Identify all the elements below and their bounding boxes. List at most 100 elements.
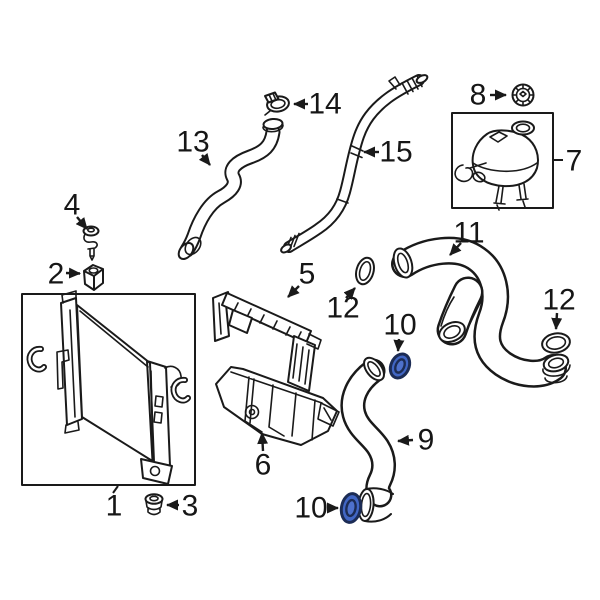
callout-6[interactable]: 6 — [255, 432, 272, 482]
callout-12-right[interactable]: 12 — [542, 284, 576, 330]
radiator-foot-hole — [149, 465, 161, 477]
hose-9-top-rim-inner — [367, 361, 381, 377]
gasket-12-right-inner — [545, 336, 567, 350]
callout-15-label: 15 — [379, 136, 412, 169]
upper-baffle — [212, 291, 322, 392]
hose-clamp — [264, 91, 290, 116]
callout-13[interactable]: 13 — [176, 126, 211, 166]
gasket-12-right-outer — [541, 332, 571, 354]
callout-8[interactable]: 8 — [470, 79, 507, 112]
callout-8-label: 8 — [470, 79, 487, 112]
callout-1[interactable]: 1 — [106, 485, 123, 523]
callout-7-label: 7 — [566, 145, 583, 178]
pipe-15 — [280, 74, 429, 254]
callout-10-top-label: 10 — [383, 309, 416, 342]
hose-11-branch-rim-inner — [443, 325, 461, 339]
expansion-tank-legs — [493, 183, 529, 211]
push-pin-head-top — [87, 227, 96, 233]
callout-4[interactable]: 4 — [64, 189, 88, 230]
callout-12-left[interactable]: 12 — [326, 287, 360, 325]
gasket-12-left-inner — [358, 260, 372, 282]
expansion-tank-neck — [511, 120, 535, 136]
callout-2-label: 2 — [48, 258, 65, 291]
callout-11-label: 11 — [453, 217, 484, 250]
callout-10-top-arrow — [393, 338, 405, 352]
callout-12-right-arrow — [551, 312, 563, 330]
reservoir-cap — [511, 83, 535, 107]
hose-11-bell-rim-inner — [547, 357, 565, 369]
expansion-tank-neck-inner — [515, 123, 531, 133]
clip-nut — [83, 264, 104, 291]
expansion-tank-bracket — [454, 162, 487, 183]
callout-7[interactable]: 7 — [554, 145, 582, 178]
push-pin — [82, 225, 100, 261]
callout-4-arrow — [75, 216, 88, 230]
reservoir-cap-knurls — [511, 83, 535, 107]
radiator-assembly — [21, 290, 196, 486]
callout-2[interactable]: 2 — [48, 258, 81, 291]
callout-6-label: 6 — [255, 449, 272, 482]
pipe-15-tip — [415, 74, 429, 84]
callout-9-arrow — [397, 434, 414, 446]
callout-11-arrow — [449, 242, 462, 256]
lower-baffle-boss-hole — [248, 408, 256, 416]
pipe-15-end — [280, 243, 292, 254]
push-pin-body — [83, 233, 98, 261]
lower-baffle-body — [215, 366, 338, 446]
hose-9-fill — [343, 361, 394, 505]
hose-11-bell-bands — [542, 364, 571, 384]
callout-9-label: 9 — [418, 424, 435, 457]
seal-10-top-inner[interactable] — [393, 358, 406, 374]
hose-9 — [340, 356, 396, 523]
expansion-tank-assembly — [451, 112, 554, 211]
callout-9[interactable]: 9 — [397, 424, 435, 457]
drain-plug-body — [145, 500, 163, 516]
hose-13-flange — [262, 117, 284, 131]
callout-3[interactable]: 3 — [166, 490, 199, 523]
drain-plug — [144, 493, 164, 516]
callout-13-label: 13 — [176, 126, 209, 159]
drain-plug-cap-inner — [149, 495, 159, 502]
seal-10-bottom[interactable] — [339, 492, 363, 524]
callout-14-label: 14 — [308, 88, 341, 121]
lower-baffle-boss — [244, 404, 260, 420]
seal-10-bottom-inner[interactable] — [345, 498, 357, 518]
gasket-12-left-outer — [355, 256, 375, 286]
callout-5-arrow — [287, 285, 300, 298]
upper-baffle-hatch — [218, 302, 302, 341]
expansion-tank-body — [471, 129, 539, 188]
radiator-foot — [140, 458, 173, 485]
expansion-tank-bracket-eye — [472, 171, 486, 183]
callout-15[interactable]: 15 — [363, 136, 413, 169]
hose-13 — [177, 117, 284, 260]
drain-plug-cap — [144, 493, 164, 505]
hose-clamp-screw-slots — [264, 92, 277, 116]
lower-baffle — [215, 366, 340, 446]
upper-baffle-arm-ribs — [292, 333, 322, 385]
callout-14[interactable]: 14 — [293, 88, 342, 121]
clip-nut-hole — [88, 267, 99, 274]
seal-10-top[interactable] — [387, 351, 414, 381]
pipe-15-ribs-top — [388, 74, 423, 95]
callout-6-arrow — [257, 432, 269, 452]
upper-baffle-mid — [228, 309, 253, 334]
callout-3-label: 3 — [182, 490, 199, 523]
callout-10-bottom[interactable]: 10 — [294, 492, 339, 525]
callout-12-left-arrow — [343, 287, 356, 300]
callout-12-right-label: 12 — [542, 284, 575, 317]
hose-11-branch-shading — [440, 296, 483, 331]
callout-12-left-label: 12 — [326, 292, 359, 325]
callout-5[interactable]: 5 — [287, 258, 316, 298]
callout-4-label: 4 — [64, 189, 81, 222]
radiator-detail — [56, 290, 182, 457]
lower-baffle-detail — [230, 371, 340, 441]
retainer-clip-right-inner — [172, 378, 190, 402]
callout-2-arrow — [65, 267, 81, 279]
callout-13-arrow — [198, 152, 211, 166]
retainer-clip-left-inner — [28, 347, 46, 371]
callout-10-top[interactable]: 10 — [383, 309, 417, 352]
callout-11[interactable]: 11 — [449, 217, 485, 256]
callout-5-label: 5 — [299, 258, 316, 291]
